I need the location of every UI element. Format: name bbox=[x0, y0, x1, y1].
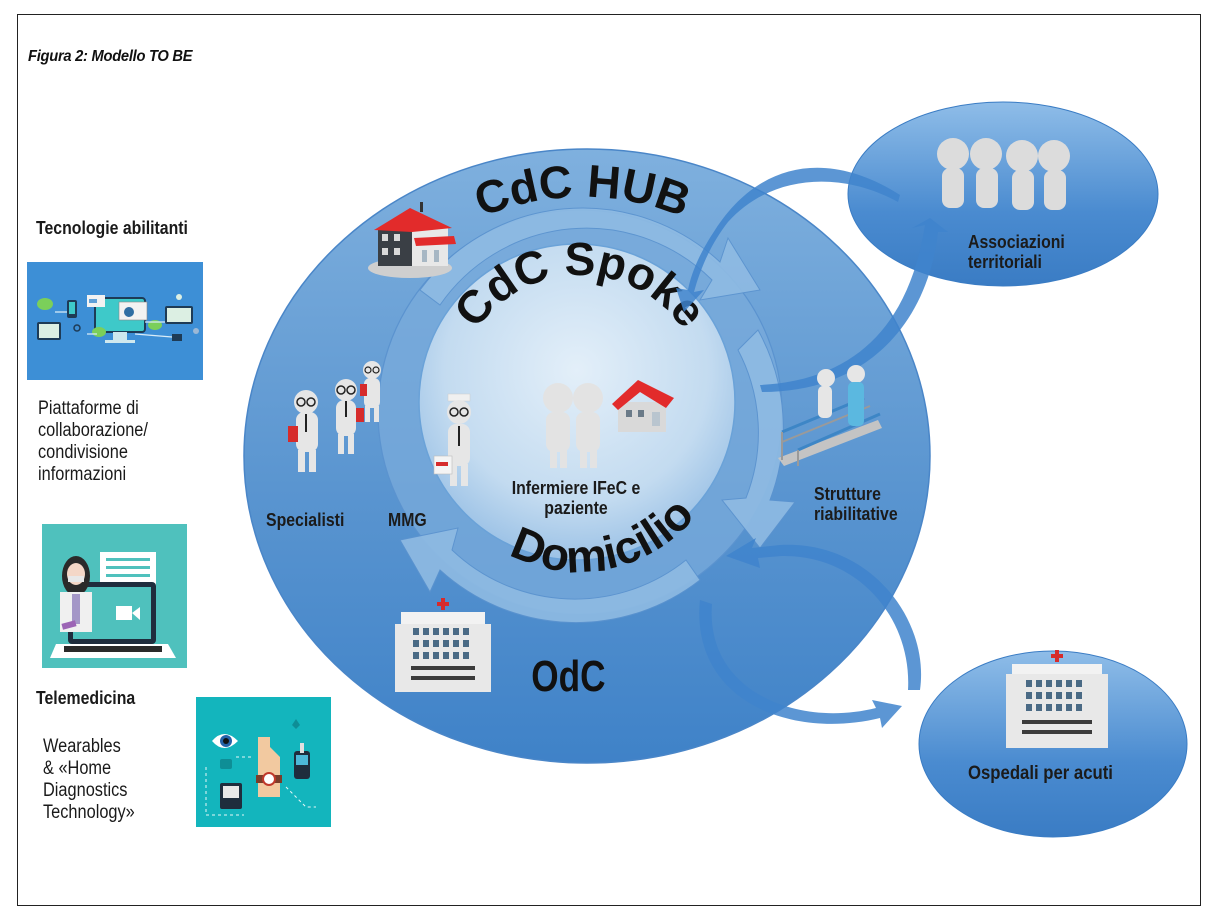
enabling-tech-title: Tecnologie abilitanti bbox=[36, 218, 188, 238]
associations-people-icon bbox=[937, 138, 1070, 210]
ring-arrow-bottom bbox=[399, 527, 701, 624]
gp-label: MMG bbox=[388, 510, 427, 530]
rehab-label: Strutture riabilitative bbox=[814, 484, 898, 524]
wearable-diagnostics-icon bbox=[205, 719, 316, 816]
wearables-illustration bbox=[196, 697, 331, 827]
arrow-to-hospital bbox=[699, 600, 902, 728]
figure-title: Figura 2: Modello TO BE bbox=[28, 48, 193, 65]
odc-hospital-icon bbox=[395, 598, 491, 692]
arrow-to-associations bbox=[760, 218, 948, 392]
home-icon bbox=[612, 380, 674, 432]
arrow-to-domicilio bbox=[726, 538, 922, 690]
hospital-arrows bbox=[699, 538, 922, 728]
associations-arrows bbox=[676, 167, 948, 392]
enabling-tech-description: Piattaforme di collaborazione/ condivisi… bbox=[38, 398, 148, 485]
collaboration-platform-illustration bbox=[27, 262, 203, 380]
telemedicine-doctor-laptop-icon bbox=[50, 552, 176, 658]
telemedicine-illustration bbox=[42, 524, 187, 668]
associations-label: Associazioni territoriali bbox=[968, 232, 1065, 272]
rehab-icon bbox=[778, 365, 882, 466]
figure-frame bbox=[17, 14, 1201, 906]
specialists-icon bbox=[288, 361, 381, 472]
specialists-label: Specialisti bbox=[266, 510, 345, 530]
nurse-patient-label: Infermiere IFeC e paziente bbox=[511, 478, 641, 518]
telemedicine-title: Telemedicina bbox=[36, 688, 136, 708]
platform-network-icon bbox=[37, 294, 199, 343]
acute-hospital-icon bbox=[1006, 650, 1108, 748]
odc-label: OdC bbox=[531, 652, 606, 701]
ring-arrow-top bbox=[419, 207, 761, 306]
gp-doctor-icon bbox=[433, 393, 471, 486]
nurse-patient-icon bbox=[543, 383, 603, 468]
hub-house-icon bbox=[368, 202, 456, 278]
acute-hospitals-label: Ospedali per acuti bbox=[968, 763, 1113, 784]
telemedicine-description: Wearables & «Home Diagnostics Technology… bbox=[43, 736, 135, 823]
